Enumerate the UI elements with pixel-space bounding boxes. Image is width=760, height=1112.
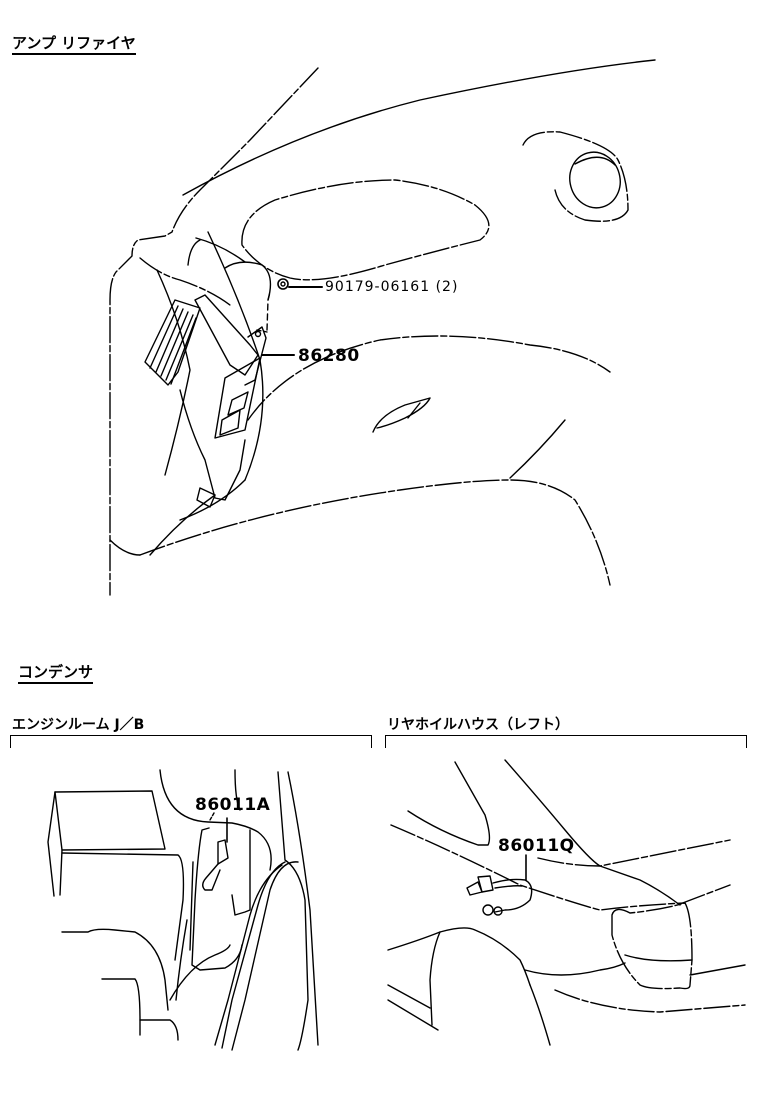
callout-86011Q: 86011Q (498, 836, 575, 856)
subsection-bracket-rear-wheel-house (385, 735, 747, 748)
section-title-amplifier: アンプ リファイヤ (12, 34, 136, 55)
subsection-bracket-engine-room (10, 735, 372, 748)
callout-86280: 86280 (298, 346, 360, 366)
callout-90179-06161: 90179-06161 (2) (325, 279, 459, 295)
subsection-title-rear-wheel-house-left: リヤホイルハウス（レフト） (387, 717, 569, 733)
subsection-title-engine-room-jb: エンジンルーム J／B (12, 717, 145, 733)
section-title-condenser: コンデンサ (18, 663, 94, 684)
callout-86011A: 86011A (195, 795, 271, 815)
